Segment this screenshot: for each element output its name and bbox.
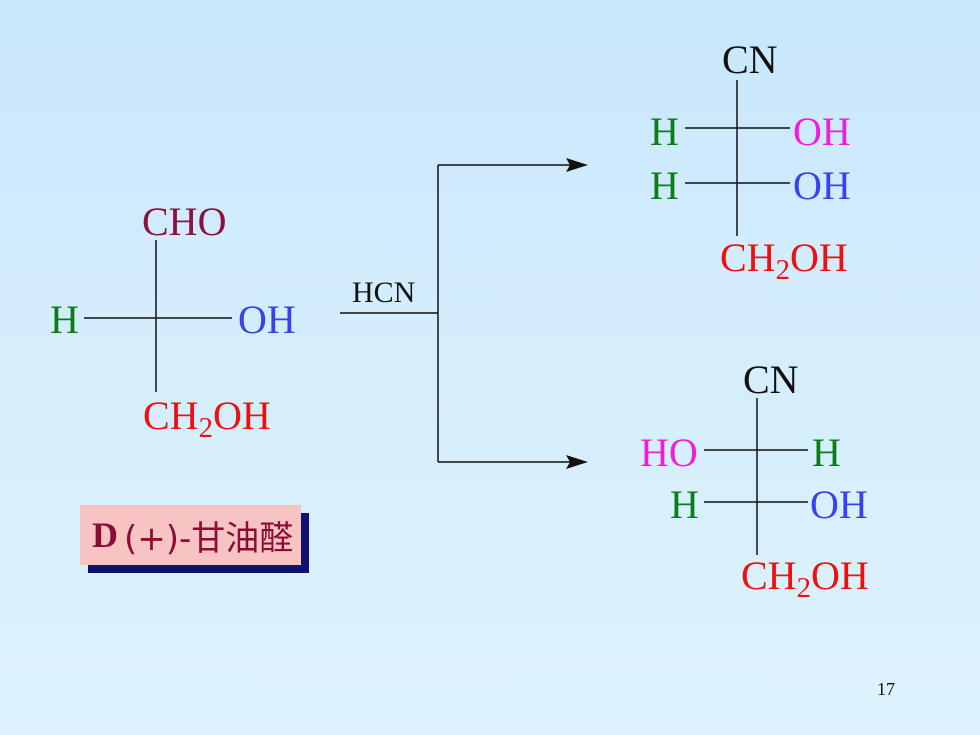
product-top-top-group: CN — [722, 37, 778, 82]
reactant-right-group: OH — [238, 297, 296, 342]
product-top-row2-left: H — [650, 163, 679, 208]
product-top-row1-left: H — [650, 109, 679, 154]
product-bottom-row2-left: H — [670, 482, 699, 527]
page-number: 17 — [877, 679, 895, 699]
reactant-bottom-group: CH2OH — [143, 393, 271, 445]
reactant-left-group: H — [50, 297, 79, 342]
product-bottom-row1-right: H — [812, 430, 841, 475]
reagent-label: HCN — [352, 276, 416, 309]
compound-name-text: (+)-甘油醛 — [124, 518, 294, 559]
product-bottom-row1-left: HO — [640, 430, 698, 475]
upper-arrowhead — [566, 158, 588, 172]
product-bottom-row2-right: OH — [810, 482, 868, 527]
product-bottom-bottom-group: CH2OH — [741, 553, 869, 605]
lower-arrowhead — [566, 455, 588, 469]
product-top-row1-right: OH — [793, 109, 851, 154]
compound-name-prefix: D — [92, 515, 118, 555]
product-top-bottom-group: CH2OH — [720, 235, 848, 287]
product-top-row2-right: OH — [793, 163, 851, 208]
compound-name-box: D (+)-甘油醛 — [80, 505, 302, 565]
reactant-top-group: CHO — [142, 199, 227, 244]
product-bottom-top-group: CN — [743, 357, 799, 402]
